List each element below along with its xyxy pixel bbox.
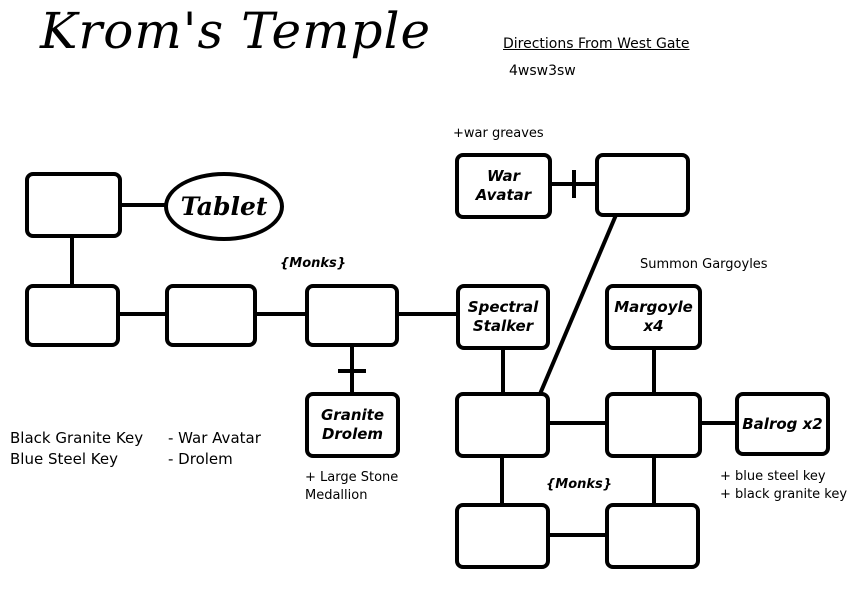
connector-diagonal [537,212,619,397]
room-west-2 [165,284,257,347]
stone-medallion-note: + Large Stone Medallion [305,470,399,503]
room-balrog: Balrog x2 [735,392,830,456]
black-granite-key-source: - War Avatar [168,429,261,447]
room-southeast [605,503,700,569]
room-southwest [455,503,550,569]
room-monks [305,284,399,347]
margoyle-label: Margoyle x4 [614,298,693,335]
room-margoyle: Margoyle x4 [605,284,702,350]
tablet-label: Tablet [180,192,268,221]
keys-reward-note: + blue steel key + black granite key [720,469,848,502]
room-spectral-stalker: Spectral Stalker [456,284,550,350]
room-granite-drolem: Granite Drolem [305,392,400,458]
room-northeast [595,153,690,217]
room-west-1 [25,284,120,347]
directions-path: 4wsw3sw [509,63,576,79]
room-war-avatar: War Avatar [455,153,552,219]
war-avatar-label: War Avatar [475,167,532,204]
spectral-stalker-label: Spectral Stalker [467,298,539,335]
blue-steel-key-source: - Drolem [168,450,233,468]
black-granite-key-label: Black Granite Key [10,429,144,447]
room-central [455,392,550,458]
granite-drolem-label: Granite Drolem [321,406,384,443]
key-legend-black-granite: Black Granite Key - War Avatar [10,428,261,448]
key-legend-blue-steel: Blue Steel Key - Drolem [10,449,233,469]
tablet-room: Tablet [164,172,284,241]
room-east-center [605,392,702,458]
blue-steel-key-label: Blue Steel Key [10,450,118,468]
monks-upper-note: {Monks} [280,256,347,271]
summon-gargoyles-note: Summon Gargoyles [640,257,768,272]
directions-heading: Directions From West Gate [503,36,690,52]
balrog-label: Balrog x2 [742,414,823,433]
map-title: Krom's Temple [40,2,432,60]
monks-lower-note: {Monks} [546,477,613,492]
war-greaves-note: +war greaves [453,126,544,141]
room-northwest [25,172,122,238]
